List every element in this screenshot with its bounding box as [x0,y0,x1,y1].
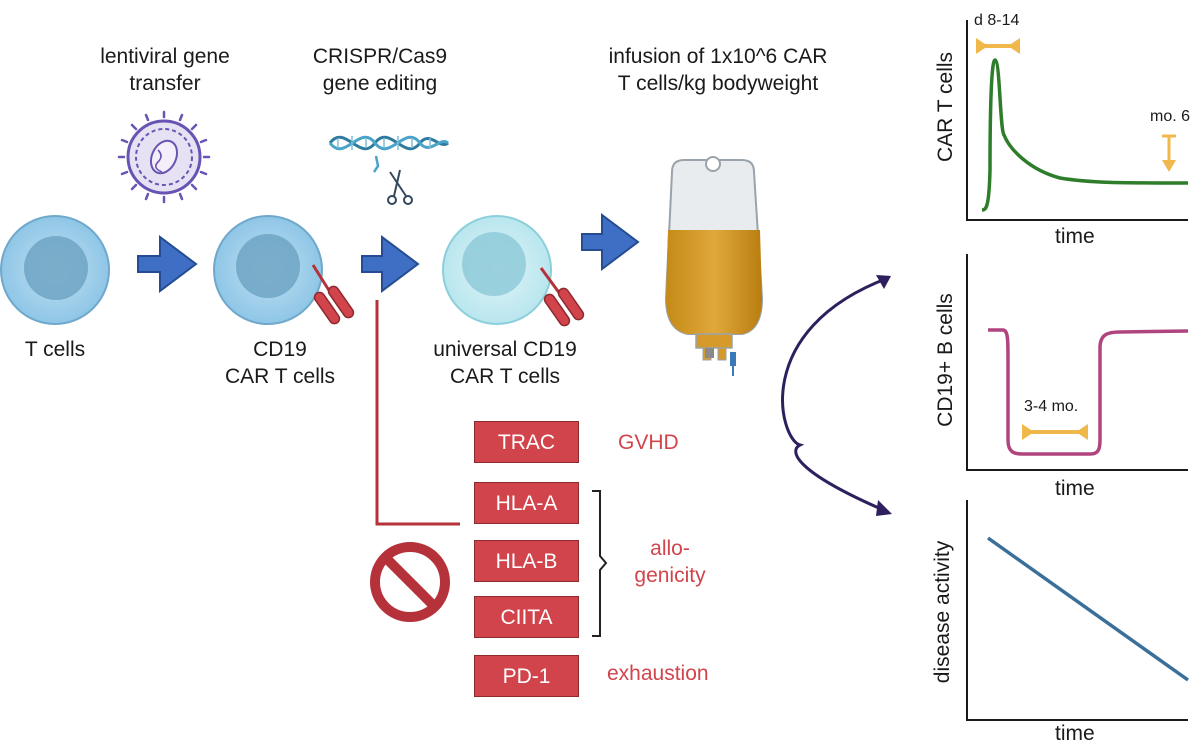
step2-label: CRISPR/Cas9 gene editing [280,43,480,97]
allogenicity-line2: genicity [634,564,706,587]
cell3-label: universal CD19 CAR T cells [410,336,600,390]
plot1-xlabel: time [1055,225,1095,248]
cell1-line1: T cells [24,338,86,361]
gene-box-pd1: PD-1 [474,655,579,697]
cell2-line2: CAR T cells [224,365,336,388]
effect-allogenicity: allo- genicity [615,535,725,589]
arrow-icon-2 [361,235,420,293]
editing-connector-line [375,300,460,526]
cell3-line2: CAR T cells [449,365,561,388]
plot1-peak-label: d 8-14 [974,12,1020,29]
allogenicity-line1: allo- [650,537,690,560]
allogenicity-bracket [592,490,608,637]
step3-line2: T cells/kg bodyweight [617,72,819,95]
arrow-icon-1 [137,235,198,293]
step2-line1: CRISPR/Cas9 [312,45,448,68]
prohibition-icon [370,542,450,622]
cell3-line1: universal CD19 [433,338,577,361]
gene-box-hla-a: HLA-A [474,482,579,524]
disease-line [986,536,1190,682]
outcome-curve-arrow [781,276,889,514]
plot-disease-activity [966,500,1190,721]
arrow-icon-3 [581,213,640,271]
plot3-ylabel: disease activity [931,540,954,684]
outcome-arrow-head-1 [876,275,891,289]
step3-label: infusion of 1x10^6 CAR T cells/kg bodywe… [548,43,888,97]
car-t-curve [981,58,1189,212]
step1-line1: lentiviral gene [100,45,230,68]
cell1-label: T cells [0,336,110,363]
plot-b-cells [966,254,1189,471]
effect-gvhd: GVHD [618,431,679,454]
car-receptor-icon-2 [543,287,585,327]
step2-line2: gene editing [322,72,438,95]
plot1-ylabel: CAR T cells [934,51,957,163]
effect-exhaustion: exhaustion [607,662,709,685]
universal-car-t-cell [442,215,585,327]
step1-label: lentiviral gene transfer [60,43,270,97]
plot2-ylabel: CD19+ B cells [934,293,957,427]
dna-scissors-icon [328,135,449,205]
gene-box-ciita: CIITA [474,596,579,638]
cell2-line1: CD19 [253,338,307,361]
infusion-bag-icon [664,156,764,376]
step1-line2: transfer [129,72,201,95]
step3-line1: infusion of 1x10^6 CAR [608,45,828,68]
plot1-later-label: mo. 6 [1150,108,1191,125]
plot2-window-label: 3-4 mo. [1024,398,1079,415]
gene-box-trac: TRAC [474,421,579,463]
car-receptor-icon [313,285,355,325]
plot2-xlabel: time [1055,477,1095,500]
lentivirus-icon [117,110,211,204]
car-t-cell [213,215,355,325]
gene-box-hla-b: HLA-B [474,540,579,582]
outcome-arrow-head-2 [876,500,892,516]
cell2-label: CD19 CAR T cells [210,336,350,390]
plot3-xlabel: time [1055,722,1095,745]
b-cell-curve [988,328,1189,456]
plot-car-t [966,20,1189,221]
t-cell [0,215,110,325]
